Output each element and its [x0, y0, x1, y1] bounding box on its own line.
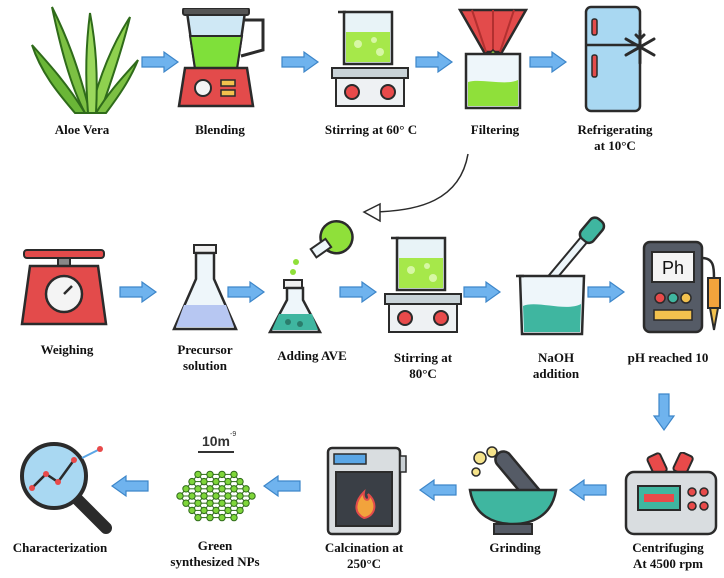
label-stirring-60: Stirring at 60° C — [324, 122, 418, 137]
arrow-green-to-characterization — [111, 475, 149, 497]
nanoparticle-node — [218, 513, 226, 522]
arrow-stirring-to-naoh — [463, 281, 501, 303]
label-aloe-vera: Aloe Vera — [54, 122, 110, 137]
arrow-naoh-to-ph — [587, 281, 625, 303]
nanoparticle-node — [194, 470, 202, 479]
arrow-precursor-to-adding — [227, 281, 265, 303]
arrow-calcination-to-green — [263, 475, 301, 497]
arrow-filtering-to-refrigerating — [529, 51, 567, 73]
magnifier-chart-icon — [20, 442, 112, 534]
label-grinding: Grinding — [489, 540, 541, 555]
nanoparticle-node — [236, 492, 244, 500]
arrow-weighing-to-precursor — [119, 281, 157, 303]
adding-flask-icon — [267, 219, 354, 334]
nanoparticle-node — [206, 513, 214, 522]
arrow-adding-to-stirring — [339, 281, 377, 303]
label-green-line2: synthesized NPs — [170, 554, 260, 569]
scale-bar-exponent: -9 — [230, 431, 236, 438]
label-precursor-line2: solution — [182, 358, 228, 373]
label-weighing: Weighing — [40, 342, 94, 357]
nanoparticle-node — [194, 513, 202, 522]
refrigerator-icon — [584, 5, 656, 113]
nanoparticle-node — [176, 492, 184, 500]
nanoparticle-node — [200, 492, 208, 500]
nanoparticle-network-icon: 10m -9 — [176, 431, 256, 522]
nanoparticle-node — [224, 477, 232, 486]
arrow-blending-to-stirring — [281, 51, 319, 73]
nanoparticle-node — [230, 470, 238, 479]
nanoparticle-node — [218, 485, 226, 493]
nanoparticle-node — [224, 506, 232, 515]
label-refrigerating-line2: at 10°C — [594, 138, 636, 153]
label-calcination-line1: Calcination at — [324, 540, 404, 555]
ph-display-text: Ph — [662, 258, 684, 278]
label-naoh-line1: NaOH — [537, 350, 575, 365]
arrow-curved-return — [367, 153, 469, 213]
nanoparticle-node — [188, 477, 196, 486]
label-filtering: Filtering — [470, 122, 520, 137]
mortar-pestle-icon — [468, 446, 558, 535]
nanoparticle-node — [230, 485, 238, 493]
nanoparticle-node — [212, 477, 220, 486]
nanoparticle-node — [218, 499, 226, 507]
nanoparticle-node — [206, 470, 214, 479]
blender-icon — [177, 8, 265, 108]
nanoparticle-node — [200, 506, 208, 515]
label-centrifuging-line2: At 4500 rpm — [632, 556, 704, 571]
arrow-grinding-to-calcination — [419, 479, 457, 501]
label-centrifuging-line1: Centrifuging — [632, 540, 704, 555]
dropper-beaker-icon — [516, 216, 606, 336]
label-green-line1: Green — [197, 538, 233, 553]
nanoparticle-node — [236, 506, 244, 515]
nanoparticle-node — [248, 492, 256, 500]
nanoparticle-node — [206, 485, 214, 493]
nanoparticle-node — [206, 499, 214, 507]
arrow-stirring-to-filtering — [415, 51, 453, 73]
nanoparticle-node — [212, 506, 220, 515]
nanoparticle-node — [224, 492, 232, 500]
scale-bar-label: 10m — [202, 433, 230, 449]
label-characterization: Characterization — [12, 540, 108, 555]
label-calcination-line2: 250°C — [346, 556, 382, 571]
nanoparticle-node — [236, 477, 244, 486]
nanoparticle-node — [242, 499, 250, 507]
label-stirring-80-line2: 80°C — [409, 366, 437, 381]
nanoparticle-node — [218, 470, 226, 479]
nanoparticle-node — [182, 499, 190, 507]
stirring-hotplate-icon — [331, 10, 409, 107]
nanoparticle-node — [212, 492, 220, 500]
conical-flask-icon — [172, 244, 238, 331]
nanoparticle-node — [194, 485, 202, 493]
ph-meter-icon: Ph — [642, 240, 721, 334]
label-precursor-line1: Precursor — [177, 342, 233, 357]
label-adding-ave: Adding AVE — [277, 348, 347, 363]
nanoparticle-node — [188, 506, 196, 515]
nanoparticle-node — [242, 485, 250, 493]
nanoparticle-node — [230, 513, 238, 522]
funnel-filter-icon — [458, 8, 528, 110]
arrow-ph-to-centrifuging — [653, 393, 675, 431]
centrifuge-icon — [624, 452, 718, 536]
nanoparticle-node — [194, 499, 202, 507]
label-naoh-line2: addition — [532, 366, 580, 381]
arrow-aloe-to-blending — [141, 51, 179, 73]
label-ph-reached: pH reached 10 — [627, 350, 709, 365]
label-refrigerating-line1: Refrigerating — [577, 122, 653, 137]
furnace-icon — [326, 446, 407, 536]
nanoparticle-node — [188, 492, 196, 500]
weighing-scale-icon — [20, 249, 108, 326]
nanoparticle-node — [200, 477, 208, 486]
label-stirring-80-line1: Stirring at — [393, 350, 453, 365]
label-blending: Blending — [195, 122, 245, 137]
arrow-centrifuging-to-grinding — [569, 479, 607, 501]
stirring-hotplate-icon-2 — [384, 236, 462, 333]
nanoparticle-node — [230, 499, 238, 507]
aloe-vera-icon — [31, 6, 139, 114]
nanoparticle-node — [182, 485, 190, 493]
